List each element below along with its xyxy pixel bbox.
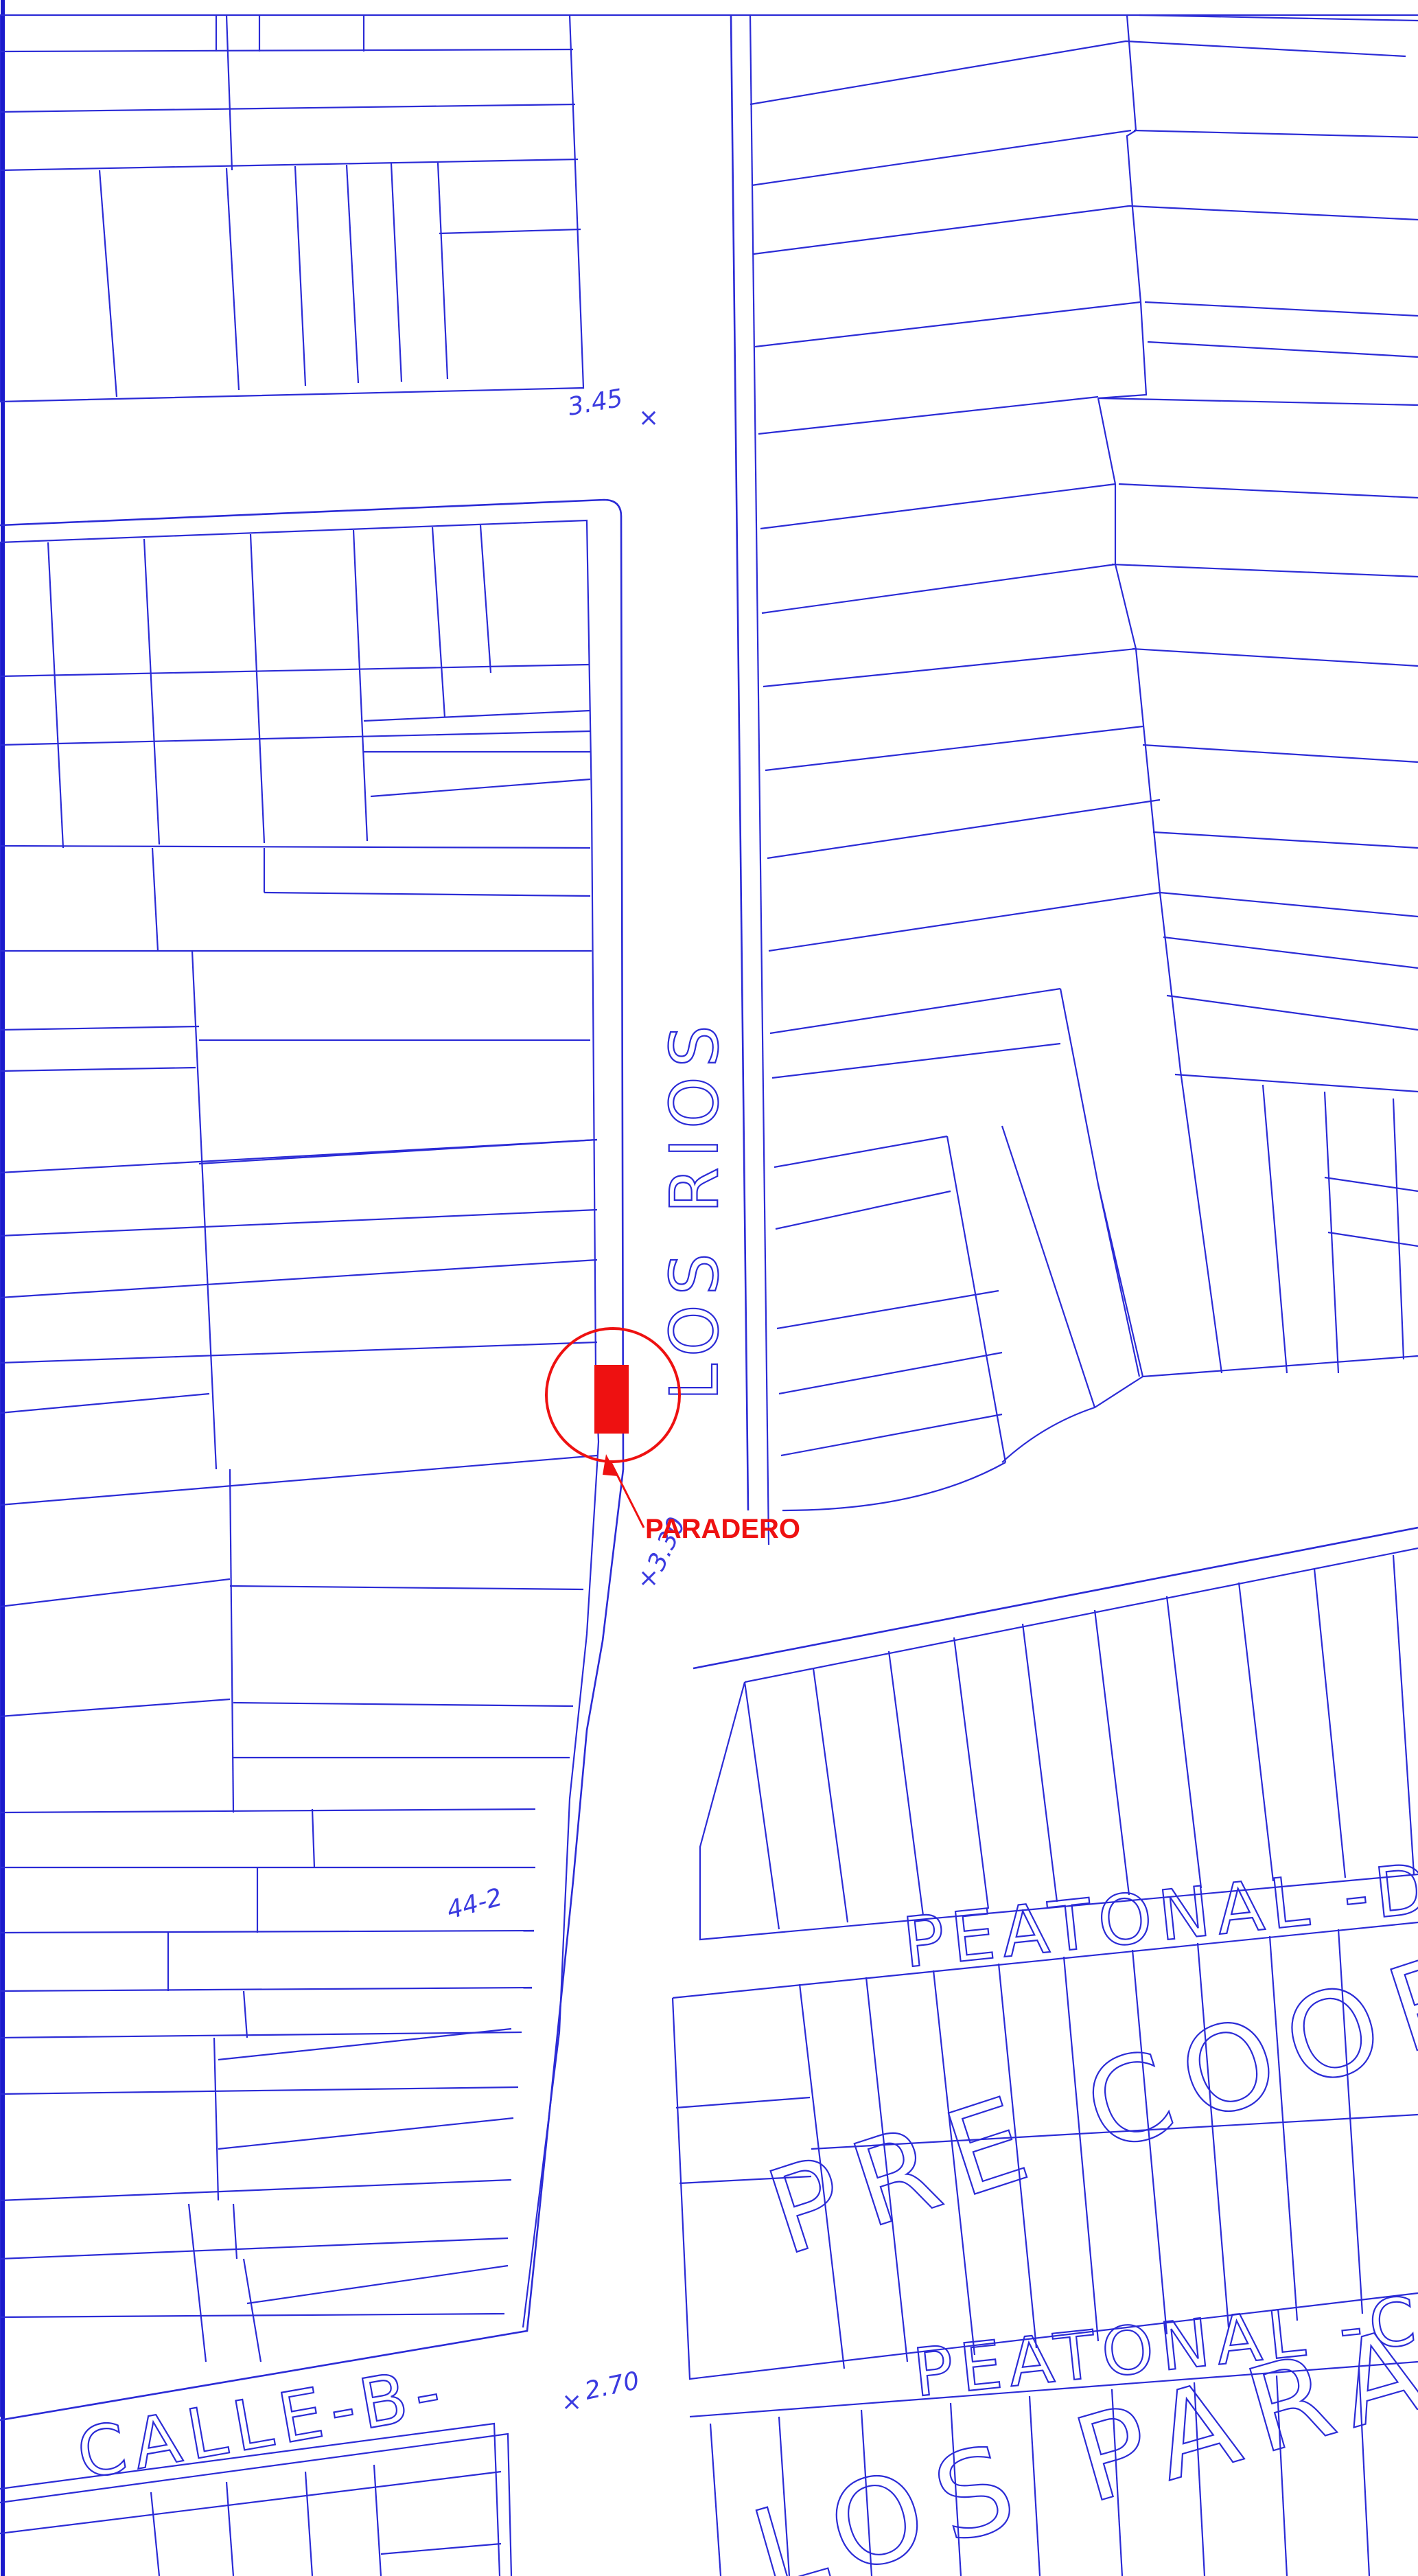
block-east-lower xyxy=(782,892,1418,1512)
street-los-rios-east-edge xyxy=(730,14,770,1545)
marker-leader-line xyxy=(609,1462,645,1528)
block-bottom-left xyxy=(0,2422,513,2576)
survey-point-icon: × xyxy=(638,1564,659,1592)
survey-point-icon: × xyxy=(561,2388,582,2416)
block-peatonal-c xyxy=(671,1921,1418,2576)
block-top-left xyxy=(0,14,585,403)
survey-point-icon: × xyxy=(638,404,659,432)
bus-stop-marker[interactable]: PARADERO xyxy=(545,1327,800,1544)
block-label-pre-coop: PRE COOP xyxy=(752,1924,1418,2282)
lot-code-label: 44-2 xyxy=(444,1883,506,1925)
street-los-rios-west-edge xyxy=(0,498,625,2422)
bus-stop-marker-icon xyxy=(594,1365,629,1434)
marker-leader-arrow-icon xyxy=(603,1454,618,1476)
block-east-upper xyxy=(749,14,1418,1457)
street-label-calle-b: CALLE-B- xyxy=(71,2351,454,2495)
bus-stop-label: PARADERO xyxy=(645,1514,800,1544)
block-west xyxy=(0,519,600,2417)
elevation-label-top: 3.45 xyxy=(566,384,625,422)
elevation-label-bottom: 2.70 xyxy=(582,2367,642,2406)
bus-stop-marker-ring-icon xyxy=(545,1327,681,1463)
block-peatonal-d xyxy=(693,1526,1418,1941)
street-label-los-rios: LOS RIOS xyxy=(656,1015,733,1401)
